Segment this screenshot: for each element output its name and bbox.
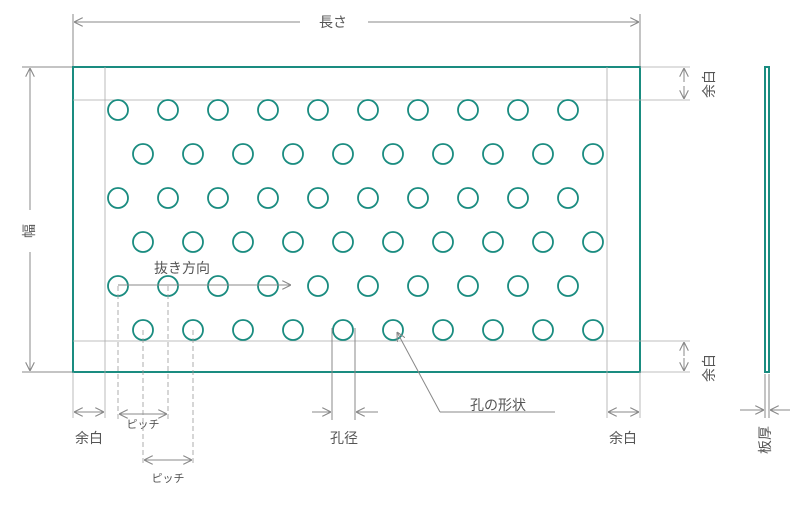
hole [557,99,579,121]
hole [332,319,354,341]
hole [432,143,454,165]
hole [182,143,204,165]
hole [232,231,254,253]
hole [257,99,279,121]
hole [457,187,479,209]
thickness-dimension [740,374,790,418]
hole [507,187,529,209]
hole-shape-leader-arrow [397,332,441,413]
width-label: 幅 [22,224,38,238]
hole [407,99,429,121]
hole [307,99,329,121]
hole [107,187,129,209]
hole [232,143,254,165]
hole [582,143,604,165]
hole [482,319,504,341]
hole [482,143,504,165]
plate-outline [72,66,641,373]
hole [357,99,379,121]
hole [182,231,204,253]
hole [282,319,304,341]
hole [357,275,379,297]
thickness-label: 板厚 [758,426,774,454]
hole [482,231,504,253]
margin-right-label: 余白 [609,430,637,447]
hole-grid [107,99,604,341]
hole [532,143,554,165]
hole [532,231,554,253]
hole [407,275,429,297]
hole [382,143,404,165]
hole [232,319,254,341]
pitch-2-dimension [142,330,194,465]
hole [207,187,229,209]
hole [582,231,604,253]
margin-bottom-label: 余白 [701,354,718,382]
plate-side-view [764,66,770,373]
hole [457,275,479,297]
length-label: 長さ [319,15,347,31]
hole [432,319,454,341]
hole-shape-leader [397,332,555,413]
hole [157,187,179,209]
pitch-1-label: ピッチ [127,418,160,431]
hole [332,231,354,253]
margin-top-label: 余白 [701,70,718,98]
hole [257,187,279,209]
hole [132,231,154,253]
hole-diameter-dimension [312,328,378,420]
hole-shape-label: 孔の形状 [470,398,526,414]
hole [357,187,379,209]
length-dimension [72,14,641,67]
hole [507,275,529,297]
hole [207,275,229,297]
hole [332,143,354,165]
hole [307,187,329,209]
hole [557,187,579,209]
hole [382,231,404,253]
pitch-2-label: ピッチ [152,472,185,485]
hole [282,143,304,165]
hole [507,99,529,121]
width-dimension [22,66,73,373]
hole [282,231,304,253]
hole-diameter-label: 孔径 [330,431,358,447]
hole [132,143,154,165]
hole [557,275,579,297]
hole [257,275,279,297]
hole [457,99,479,121]
hole [157,99,179,121]
punch-direction-label: 抜き方向 [154,261,210,277]
hole [432,231,454,253]
hole [107,99,129,121]
hole [307,275,329,297]
margin-left-label: 余白 [75,430,103,447]
hole [532,319,554,341]
hole [407,187,429,209]
margin-lines [72,66,690,418]
hole [207,99,229,121]
hole [582,319,604,341]
